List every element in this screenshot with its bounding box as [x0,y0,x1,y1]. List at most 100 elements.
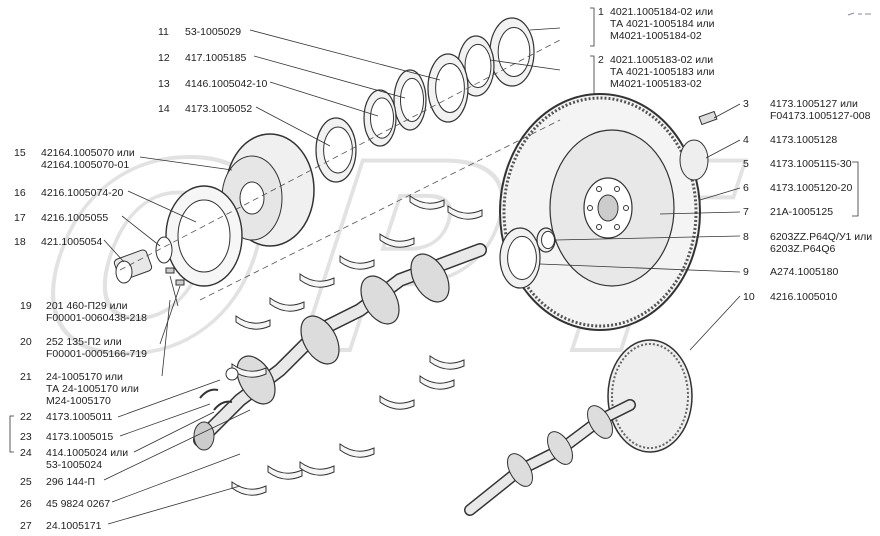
bearing-shell [379,395,415,410]
bearing-shell [299,273,335,288]
part-number-text: F00001-0005166-719 [46,348,148,360]
callout-number-20: 20 [20,336,32,348]
key-20 [175,279,185,286]
callout-number-22: 22 [20,411,32,423]
part-label-16: 4216.1005074-20 [41,187,123,199]
bearing-14 [315,117,357,183]
leader-line [107,485,241,525]
gear-12-inner [399,77,425,123]
timing-gear-11 [427,53,469,123]
part-number-text: 6203ZZ.P64Q/У1 или [770,231,873,243]
part-label-7: 21А-1005125 [770,206,833,218]
ratchet-18 [113,249,153,284]
callout-number-26: 26 [20,498,32,510]
part-label-5: 4173.1005115-30 [770,158,852,170]
flywheel-bolt-hole [623,205,629,211]
washer-17 [155,236,173,264]
leader-line [121,215,161,247]
spacer-13 [363,89,397,147]
bearing-shell [231,481,267,496]
callout-number-12: 12 [158,52,170,64]
callout-number-17: 17 [14,212,26,224]
part-label-17: 4216.1005055 [41,212,108,224]
part-number-text: 24-1005170 или [46,371,123,383]
part-number-text: 4216.1005055 [41,212,109,224]
leader-line [119,403,211,437]
leader-line [169,275,179,307]
callout-number-4: 4 [743,134,749,146]
bracket-1 [590,7,595,47]
leader-line [249,29,441,81]
leader-line [117,379,221,418]
bearing-shell [379,233,415,248]
crankshaft [193,243,487,451]
part-label-13: 4146.1005042-10 [185,78,267,90]
rear-seal-9 [499,227,541,289]
crank-web [360,275,400,325]
pilot-bearing-8 [536,227,556,253]
assembly-flywheel-rim [607,339,693,453]
key-19 [165,267,175,274]
crank-web [410,253,450,303]
part-number-text: 296 144-П [46,476,95,488]
leader-line [133,411,215,453]
part-number-text: 4173.1005128 [770,134,838,146]
part-label-10: 4216.1005010 [770,291,837,303]
ratchet-end [115,260,133,284]
part-label-25: 296 144-П [46,476,95,488]
assembly-flywheel-teeth [611,343,689,449]
part-number-text: 4173.1005120-20 [770,182,853,194]
leader-line [699,187,741,201]
assembly-crank-web [547,431,573,465]
leader-line [689,295,741,351]
leader-line [555,235,741,241]
callout-number-19: 19 [20,300,32,312]
damper [165,185,243,287]
part-number-text: 6203Z.P64Q6 [770,243,836,255]
callout-number-10: 10 [743,291,755,303]
timing-gear-11-inner [435,63,465,113]
part-number-text: 4173.1005115-30 [770,158,852,170]
part-label-18: 421.1005054 [41,236,102,248]
part-label-22: 4173.1005011 [46,411,112,423]
callout-number-2: 2 [598,54,604,66]
part-label-11: 53-1005029 [185,26,241,38]
callout-number-11: 11 [158,26,169,38]
thrust-washer [199,388,219,399]
bracket-22 [9,415,14,453]
part-label-26: 45 9824 0267 [46,498,110,510]
part-label-4: 4173.1005128 [770,134,837,146]
part-number-text: 21А-1005125 [770,206,834,218]
leader-line [489,59,561,71]
bracket-5 [852,161,859,217]
callout-number-27: 27 [20,520,32,532]
part-number-text: ТА 24-1005170 или [46,383,139,395]
part-label-14: 4173.1005052 [185,103,252,115]
leader-line [111,453,241,503]
part-number-text: М4021-1005183-02 [610,78,702,90]
rear-oil-seal-ring-1 [489,17,535,87]
part-number-text: М24-1005170 [46,395,111,407]
bearing-shell [409,195,445,210]
corner-mark [846,4,874,16]
thrust-washer [213,400,233,411]
plug-22 [225,367,239,381]
flywheel-washer-plate [679,139,709,181]
crankshaft-assembly [464,339,693,516]
part-number-text: 24.1005171 [46,520,102,532]
flywheel-bolt [698,110,718,126]
rear-seal-9-inner [507,235,537,281]
flywheel-bolt-hole [614,224,620,231]
callout-number-13: 13 [158,78,170,90]
bearing-shell [339,443,375,458]
callout-number-23: 23 [20,431,32,443]
damper-inner [177,199,231,273]
bearing-shell [267,465,303,480]
